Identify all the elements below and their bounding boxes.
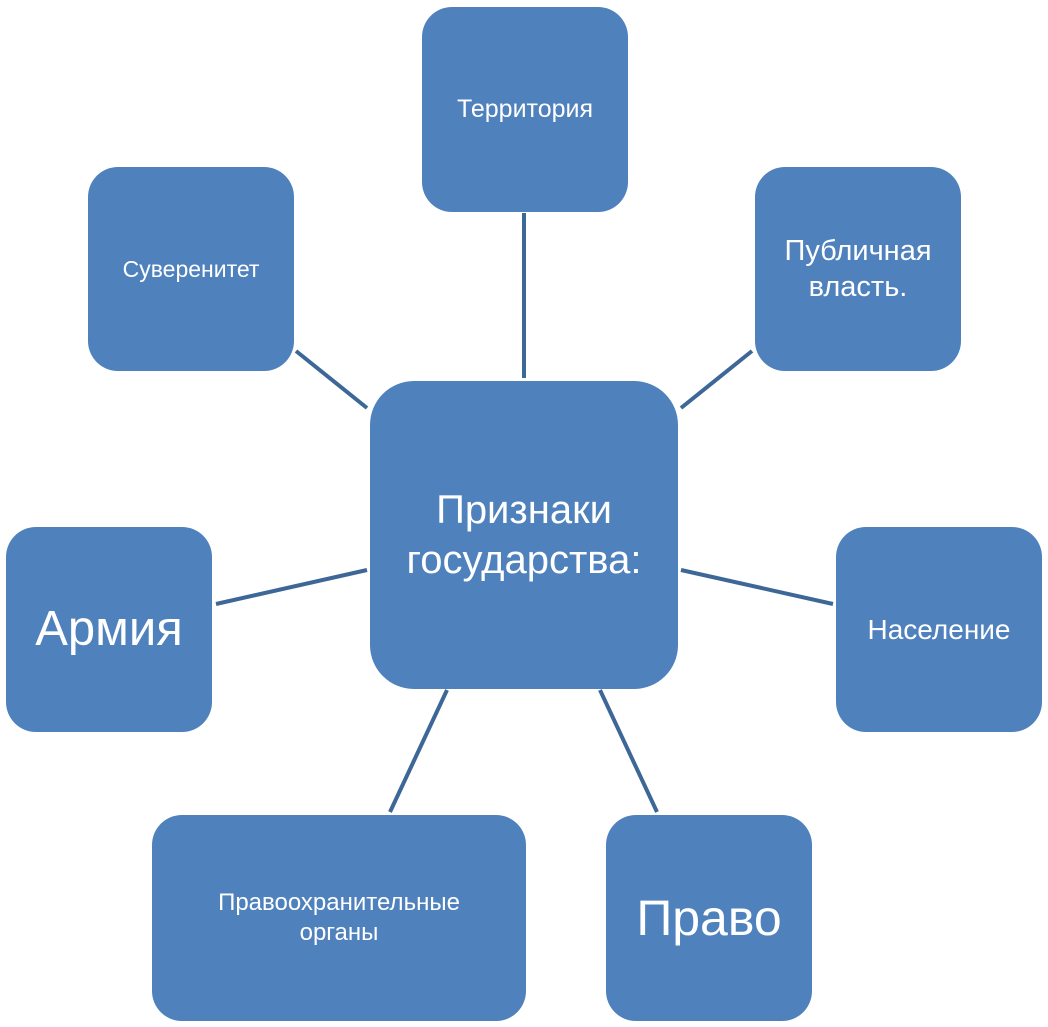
- node-army-label: Армия: [35, 601, 183, 656]
- center-node-label: Признаки государства:: [406, 488, 642, 582]
- connector-law-enforcement: [388, 689, 449, 813]
- node-law-label: Право: [636, 889, 782, 946]
- connector-army: [215, 568, 368, 606]
- node-territory-label: Территория: [456, 94, 594, 123]
- node-law-enforcement: Правоохранительные органы: [152, 815, 526, 1021]
- node-territory: Территория: [422, 7, 628, 212]
- connector-public-power: [679, 349, 754, 410]
- node-army: Армия: [6, 527, 212, 732]
- connector-population: [680, 568, 834, 606]
- node-law-enforcement-label: Правоохранительные органы: [218, 889, 460, 946]
- connector-law: [598, 689, 659, 813]
- node-sovereignty: Суверенитет: [88, 167, 294, 371]
- node-population-label: Население: [867, 614, 1011, 645]
- node-population: Население: [836, 527, 1042, 732]
- connector-sovereignty: [294, 349, 369, 410]
- node-law: Право: [606, 815, 812, 1021]
- node-public-power: Публичная власть.: [755, 167, 961, 371]
- node-sovereignty-label: Суверенитет: [122, 255, 260, 282]
- node-public-power-label: Публичная власть.: [784, 234, 932, 303]
- center-node: Признаки государства:: [370, 381, 678, 689]
